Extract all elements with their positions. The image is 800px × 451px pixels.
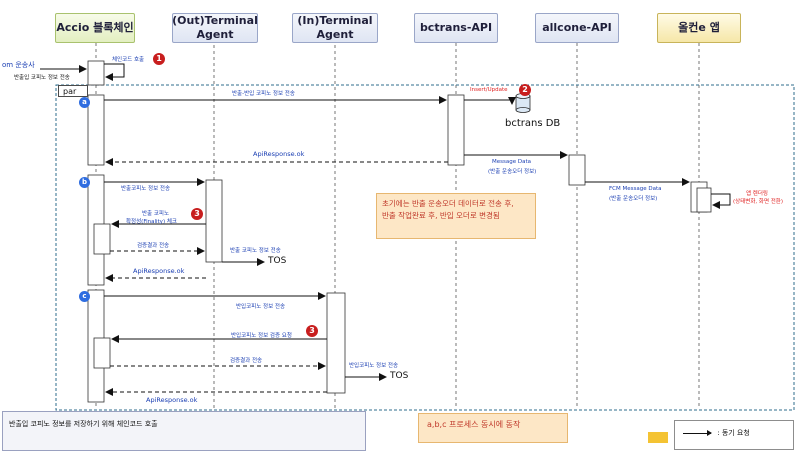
msg-insert-update: Insert/Update [470,87,508,93]
msg-a-resp: ApiResponse.ok [253,150,305,158]
legend-accent [648,432,668,443]
msg-fcm-data-sub: (반출 운송오더 정보) [609,196,658,202]
msg-c-tos-send: 반입코피노 정보 전송 [349,363,399,369]
section-c-marker: c [79,291,90,302]
lane-bctrans-label: bctrans-API [419,21,493,34]
activation-accio-b-self [93,223,111,255]
order-change-note: 초기에는 반출 운송오더 데이터로 전송 후, 반출 작업완료 후, 반입 오더… [376,193,536,239]
msg-c-check: 반입코피노 정보 검증 요청 [231,333,292,339]
bctrans-db-label: bctrans DB [505,118,561,129]
badge-step-3-b: 3 [191,208,203,220]
lane-accio-label: Accio 블록체인 [56,21,134,34]
msg-b-resp: ApiResponse.ok [133,267,185,275]
activation-out [205,179,223,263]
msg-chaincode-call: 체인코드 호출 [112,57,145,63]
msg-message-data: Message Data [492,159,531,165]
parallel-note: a,b,c 프로세스 동시에 동작 [418,413,568,443]
msg-c-resp: ApiResponse.ok [146,396,198,404]
msg-b-finality-2: 확정성(Finality) 체크 [126,219,177,225]
lane-accio: Accio 블록체인 [55,13,135,43]
messages [40,63,731,396]
note-line-2: 반출 작업완료 후, 반입 오더로 변경됨 [382,211,500,220]
legend-arrow-icon [683,429,712,436]
arrow-app-self [711,193,731,209]
activation-accio-a [87,94,105,166]
lane-bctrans: bctrans-API [414,13,498,43]
msg-b-tos-send: 반출 코피노 정보 전송 [230,248,281,254]
lane-allcone: allcone-API [535,13,619,43]
badge-step-1: 1 [153,53,165,65]
badge-step-3-c: 3 [306,325,318,337]
note-line-1: 초기에는 반출 운송오더 데이터로 전송 후, [382,199,514,208]
lane-in-label: (In)Terminal Agent [297,14,373,41]
badge-step-2: 2 [519,84,531,96]
lane-allcone-label: allcone-API [542,21,612,34]
bctrans-db-icon [515,93,531,113]
activation-accio-c-self [93,337,111,369]
msg-app-render-sub: (상태변화, 화면 전환) [733,199,784,205]
lane-app-label: 올컨e 앱 [678,21,720,34]
activation-allcone [568,154,586,186]
description-text: 반출입 코피노 정보를 저장하기 위해 체인코드 호출 [9,420,158,428]
c-tos-label: TOS [390,371,409,381]
b-tos-label: TOS [268,256,287,266]
msg-message-data-sub: (반출 운송오더 정보) [488,169,537,175]
msg-a-send: 반출-반입 코피노 정보 전송 [232,91,295,97]
msg-b-send: 반출코피노 정보 전송 [121,186,171,192]
activation-in [326,292,346,394]
lane-out-label: (Out)Terminal Agent [172,14,258,41]
legend-sync-text: : 동기 요청 [717,429,750,437]
msg-b-finality-1: 반출 코피노 [142,211,170,217]
carrier-sub-label: 반출입 코피노 정보 전송 [14,75,70,81]
msg-c-send: 반입코피노 정보 전송 [236,304,286,310]
activation-bctrans [447,94,465,166]
legend-box: : 동기 요청 [674,420,794,450]
par-label: par [58,85,88,97]
msg-b-result: 검증결과 전송 [137,243,170,249]
msg-app-render: 앱 렌더링 [746,191,768,197]
carrier-label: om 운송사 [2,61,35,69]
parallel-note-text: a,b,c 프로세스 동시에 동작 [427,420,521,429]
arrow-chaincode-self [104,63,125,81]
section-b-marker: b [79,177,90,188]
lane-out-agent: (Out)Terminal Agent [172,13,258,43]
section-a-marker: a [79,97,90,108]
activation-app-self [696,187,712,213]
lane-app: 올컨e 앱 [657,13,741,43]
activation-accio-call [87,60,105,86]
lane-in-agent: (In)Terminal Agent [292,13,378,43]
msg-fcm-data: FCM Message Data [609,186,662,192]
arrow-insert-update [464,97,516,105]
activations [87,60,712,403]
par-frame [55,84,795,411]
msg-c-result: 검증결과 전송 [230,358,263,364]
description-box: 반출입 코피노 정보를 저장하기 위해 체인코드 호출 [2,411,366,451]
